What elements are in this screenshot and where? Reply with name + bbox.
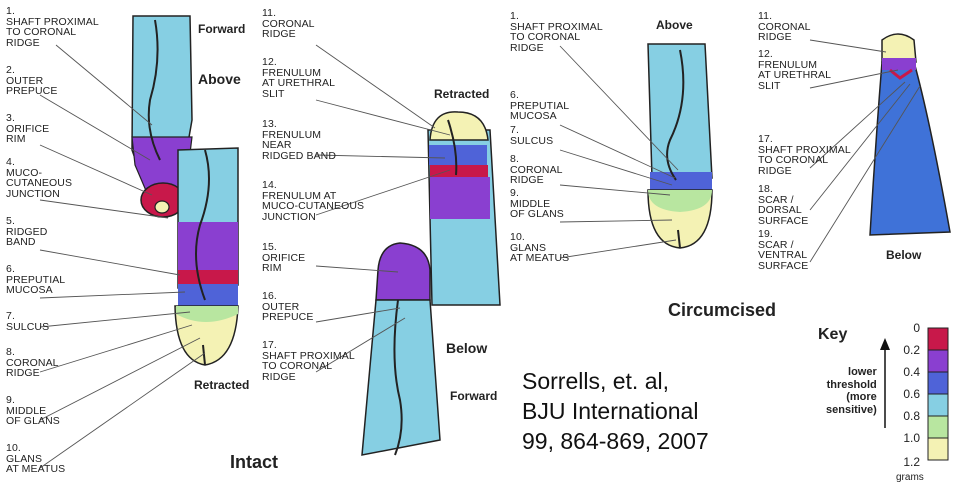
circumcised-above-heading: Above: [656, 18, 693, 32]
key-description: lower threshold (more sensitive): [826, 366, 877, 416]
circ-label-7: 7. SULCUS: [510, 124, 554, 147]
intact-label-5: 5. RIDGED BAND: [6, 215, 48, 248]
citation-line-3: 99, 864-869, 2007: [522, 428, 709, 454]
intact-label-14: 14. FRENULUM AT MUCO-CUTANEOUS JUNCTION: [262, 179, 365, 223]
intact-label-15: 15. ORIFICE RIM: [262, 241, 306, 274]
intact-label-12: 12. FRENULUM AT URETHRAL SLIT: [262, 56, 336, 100]
circ-label-19: 19. SCAR / VENTRAL SURFACE: [758, 228, 809, 272]
key-unit: grams: [896, 472, 924, 483]
intact-label-3: 3. ORIFICE RIM: [6, 112, 50, 145]
key-tick-0: 0: [913, 321, 920, 335]
circ-label-9: 9. MIDDLE OF GLANS: [510, 187, 564, 220]
intact-forward-heading: Forward: [198, 22, 246, 36]
key-tick-0-6: 0.6: [903, 387, 920, 401]
circ-label-18: 18. SCAR / DORSAL SURFACE: [758, 183, 809, 227]
intact-label-7: 7. SULCUS: [6, 310, 50, 333]
citation-line-1: Sorrells, et. al,: [522, 368, 669, 394]
intact-label-13: 13. FRENULUM NEAR RIDGED BAND: [262, 118, 337, 162]
intact-label-16: 16. OUTER PREPUCE: [262, 290, 314, 323]
circ-label-12: 12. FRENULUM AT URETHRAL SLIT: [758, 48, 832, 92]
circumcised-above-view: [647, 43, 713, 249]
intact-below-heading: Below: [446, 340, 488, 356]
intact-label-11: 11. CORONAL RIDGE: [262, 7, 315, 40]
circumcised-title: Circumcised: [668, 300, 777, 320]
circ-label-10: 10. GLANS AT MEATUS: [510, 231, 570, 264]
key-tick-1-2: 1.2: [903, 455, 920, 469]
intact-retracted-view: [174, 147, 239, 366]
intact-label-10: 10. GLANS AT MEATUS: [6, 442, 66, 475]
intact-retracted-right-heading: Retracted: [434, 87, 490, 101]
intact-label-2: 2. OUTER PREPUCE: [6, 64, 58, 97]
intact-label-8: 8. CORONAL RIDGE: [6, 346, 59, 379]
key-tick-0-2: 0.2: [903, 343, 920, 357]
citation: Sorrells, et. al, BJU International 99, …: [522, 366, 709, 456]
citation-line-2: BJU International: [522, 398, 699, 424]
intact-forward-view: [131, 15, 193, 218]
circ-label-6: 6. PREPUTIAL MUCOSA: [510, 89, 570, 122]
circumcised-below-heading: Below: [886, 248, 922, 262]
key-tick-0-8: 0.8: [903, 409, 920, 423]
key-tick-0-4: 0.4: [903, 365, 920, 379]
intact-label-4: 4. MUCO- CUTANEOUS JUNCTION: [6, 156, 73, 200]
circumcised-below-view: [869, 33, 951, 236]
key-tick-1-0: 1.0: [903, 431, 920, 445]
leader-lines: [39, 39, 921, 469]
intact-retracted-ventral-view: [427, 111, 501, 306]
intact-title: Intact: [230, 452, 279, 472]
intact-label-6: 6. PREPUTIAL MUCOSA: [6, 263, 66, 296]
circ-label-1: 1. SHAFT PROXIMAL TO CORONAL RIDGE: [510, 10, 603, 54]
intact-retracted-heading: Retracted: [194, 378, 250, 392]
circ-label-8: 8. CORONAL RIDGE: [510, 153, 563, 186]
key-color-bar: [880, 327, 949, 461]
intact-above-heading: Above: [198, 71, 241, 87]
circ-label-11: 11. CORONAL RIDGE: [758, 10, 811, 43]
key-title: Key: [818, 326, 848, 343]
intact-forward-below-heading: Forward: [450, 389, 498, 403]
intact-label-1: 1. SHAFT PROXIMAL TO CORONAL RIDGE: [6, 5, 99, 49]
intact-label-9: 9. MIDDLE OF GLANS: [6, 394, 60, 427]
intact-below-view: [361, 242, 441, 456]
circ-label-17: 17. SHAFT PROXIMAL TO CORONAL RIDGE: [758, 133, 851, 177]
intact-label-17: 17. SHAFT PROXIMAL TO CORONAL RIDGE: [262, 339, 355, 383]
